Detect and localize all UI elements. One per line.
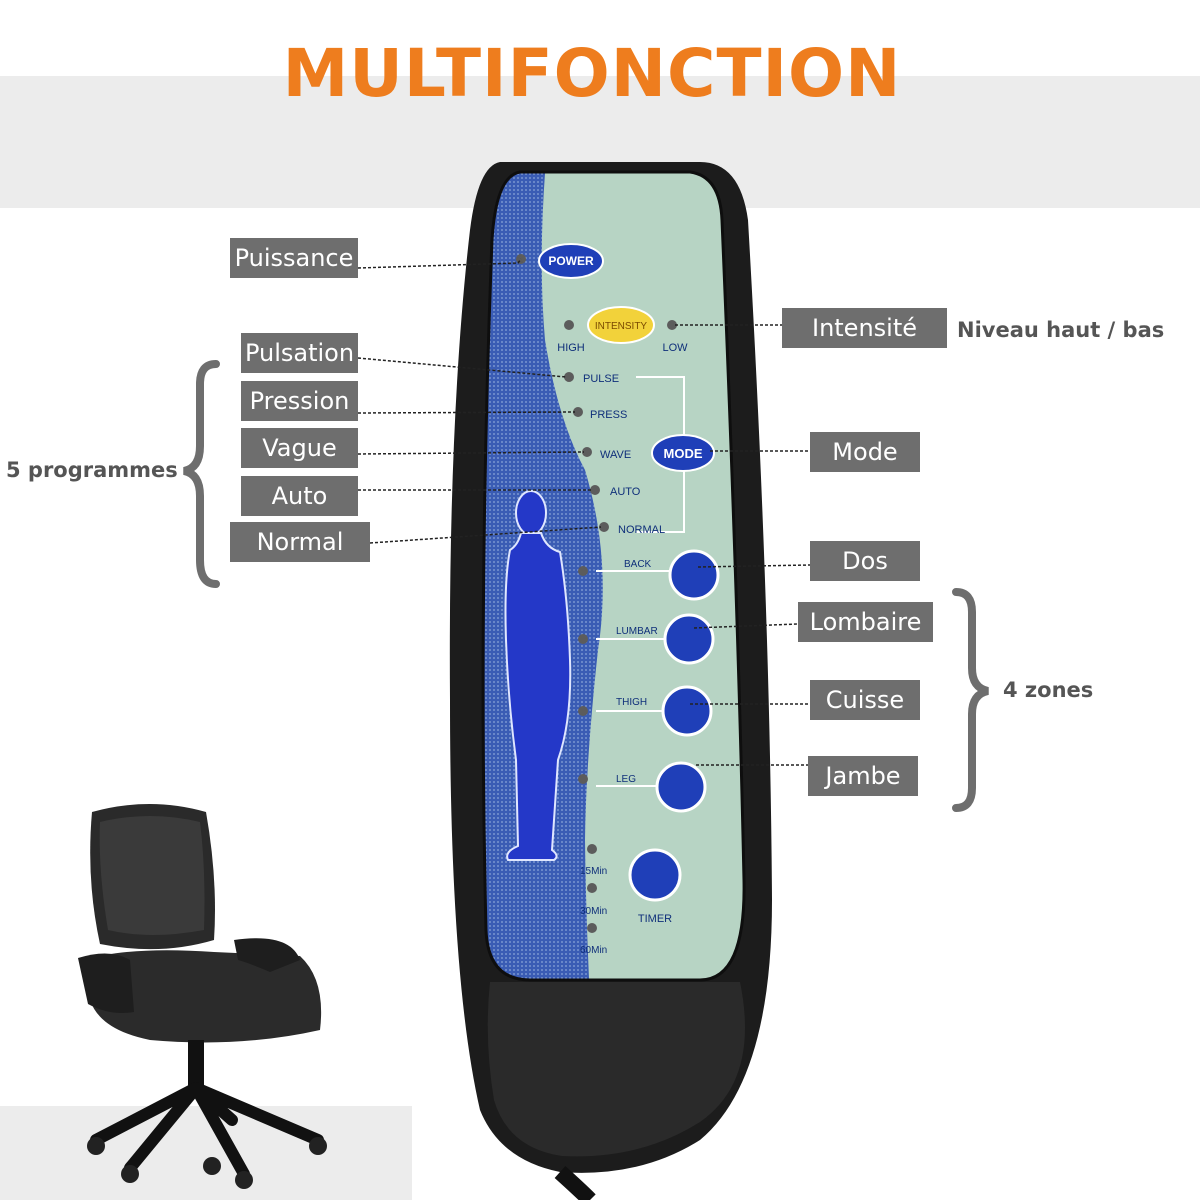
timer-60: 60Min	[580, 945, 607, 956]
timer-30: 30Min	[580, 906, 607, 917]
label-lombaire: Lombaire	[798, 602, 933, 642]
zone-back: BACK	[624, 559, 652, 570]
zone-thigh: THIGH	[616, 697, 647, 708]
program-pulse: PULSE	[583, 373, 619, 385]
leader-lines	[357, 258, 811, 766]
program-press: PRESS	[590, 409, 627, 421]
timer-15: 15Min	[580, 866, 607, 877]
intensity-button[interactable]	[587, 306, 655, 344]
label-jambe: Jambe	[808, 756, 918, 796]
label-puissance: Puissance	[230, 238, 358, 278]
label-cuisse: Cuisse	[810, 680, 920, 720]
label-dos: Dos	[810, 541, 920, 581]
leg-button[interactable]	[655, 761, 707, 813]
label-mode: Mode	[810, 432, 920, 472]
office-chair-image	[78, 804, 327, 1189]
label-pression: Pression	[241, 381, 358, 421]
program-auto: AUTO	[610, 486, 641, 498]
zone-leg: LEG	[616, 774, 636, 785]
lumbar-button[interactable]	[663, 613, 715, 665]
zones-brace	[952, 588, 990, 812]
mode-button[interactable]	[651, 434, 715, 472]
low-label: LOW	[662, 342, 688, 354]
label-intensite: Intensité	[782, 308, 947, 348]
body-silhouette-icon	[504, 490, 572, 861]
back-button[interactable]	[668, 549, 720, 601]
note-niveau: Niveau haut / bas	[957, 318, 1165, 342]
power-button[interactable]	[538, 243, 604, 279]
label-pulsation: Pulsation	[241, 333, 358, 373]
programs-brace	[182, 360, 220, 588]
remote-cable	[554, 1166, 596, 1200]
high-label: HIGH	[557, 342, 585, 354]
page-title: MULTIFONCTION	[282, 35, 902, 112]
program-wave: WAVE	[600, 449, 631, 461]
bottom-band	[0, 1106, 412, 1200]
label-normal: Normal	[230, 522, 370, 562]
note-zones: 4 zones	[1003, 678, 1094, 702]
note-programmes: 5 programmes	[6, 458, 178, 482]
remote-grip	[487, 982, 745, 1157]
label-auto: Auto	[241, 476, 358, 516]
timer-label: TIMER	[638, 913, 672, 925]
zone-lumbar: LUMBAR	[616, 626, 658, 637]
indicator-leds	[516, 254, 677, 933]
timer-button[interactable]	[628, 848, 682, 902]
zone-lines	[596, 570, 670, 787]
intensity-label: INTENSITY	[595, 321, 648, 332]
label-vague: Vague	[241, 428, 358, 468]
mode-label: MODE	[664, 446, 703, 461]
program-normal: NORMAL	[618, 524, 665, 536]
thigh-button[interactable]	[661, 685, 713, 737]
power-label: POWER	[548, 254, 594, 268]
